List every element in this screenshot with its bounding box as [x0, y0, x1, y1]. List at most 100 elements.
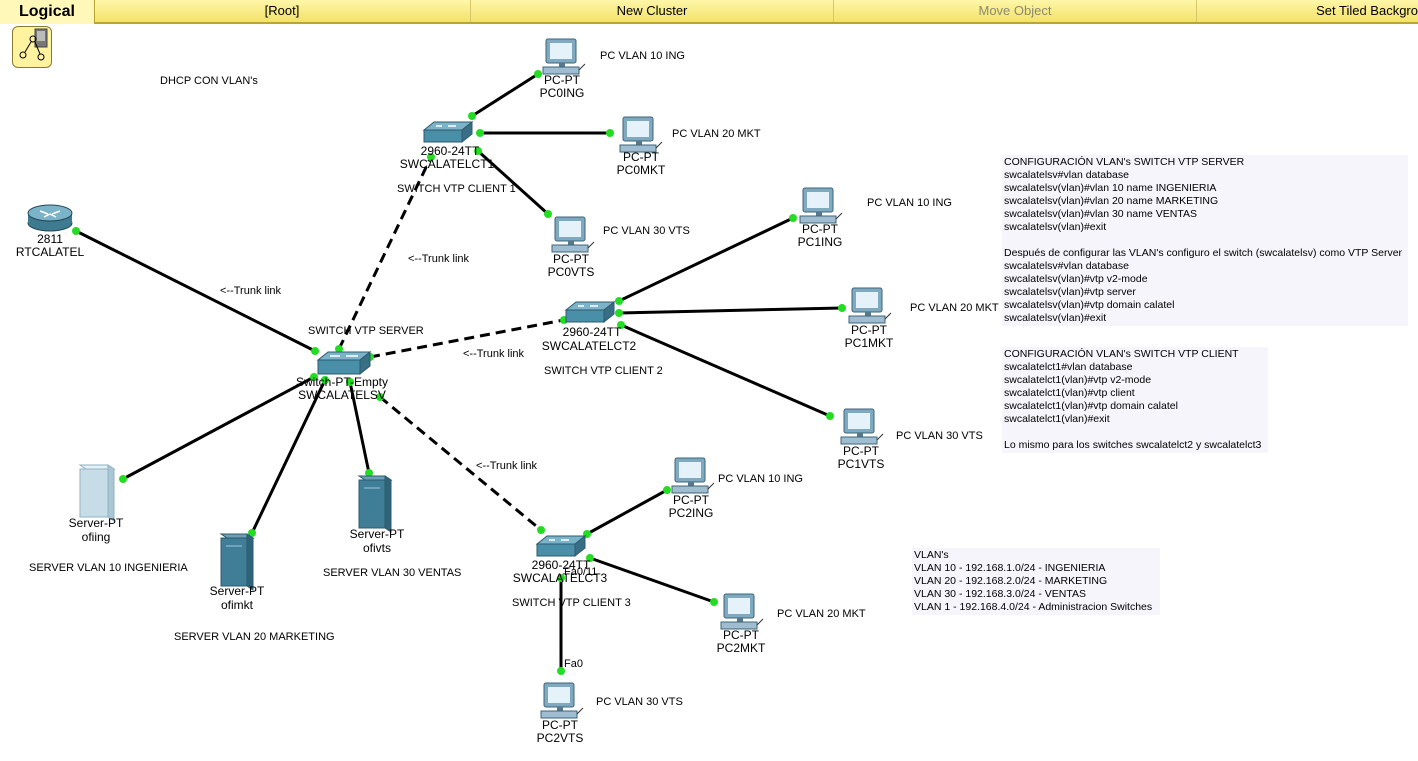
- vlan-addressing-note: VLAN's VLAN 10 - 192.168.1.0/24 - INGENI…: [912, 548, 1160, 615]
- port-label-fa0: Fa0: [564, 658, 583, 670]
- switch-server-name: SWCALATELSV: [298, 388, 386, 402]
- pc2vts-name: PC2VTS: [537, 731, 584, 745]
- pc0mkt-name: PC0MKT: [617, 163, 666, 177]
- pc2vts-vlan-label: PC VLAN 30 VTS: [596, 696, 683, 708]
- new-cluster-button[interactable]: New Cluster: [471, 0, 834, 22]
- switch-ct2-name: SWCALATELCT2: [542, 339, 637, 353]
- pc1vts-vlan-label: PC VLAN 30 VTS: [896, 430, 983, 442]
- server-mkt-icon[interactable]: [219, 533, 255, 591]
- pc2ing-name: PC2ING: [669, 506, 714, 520]
- pc1ing-name: PC1ING: [798, 235, 843, 249]
- router-name: RTCALATEL: [16, 245, 85, 259]
- topology-icon: [19, 28, 48, 61]
- vtp-server-config-note: CONFIGURACIÓN VLAN's SWITCH VTP SERVER s…: [1002, 155, 1408, 326]
- vtp-client2-label: SWITCH VTP CLIENT 2: [544, 365, 663, 377]
- link-srvvts: [348, 381, 371, 474]
- pc1ing-vlan-label: PC VLAN 10 ING: [867, 197, 952, 209]
- pc0mkt-vlan-label: PC VLAN 20 MKT: [672, 128, 761, 140]
- server-vts-model: Server-PT: [350, 527, 405, 541]
- pc1mkt-vlan-label: PC VLAN 20 MKT: [910, 302, 999, 314]
- switch-ct1-model: 2960-24TT: [421, 144, 480, 158]
- trunk-link-label-ct3: <--Trunk link: [476, 460, 538, 472]
- links: [75, 72, 843, 671]
- pc2mkt-model: PC-PT: [723, 628, 760, 642]
- switch-ct1-name: SWCALATELCT1: [400, 157, 495, 171]
- link-pc1mkt: [618, 306, 843, 315]
- server-vlan30-label: SERVER VLAN 30 VENTAS: [323, 567, 461, 579]
- router-model: 2811: [37, 232, 63, 246]
- set-tiled-background-button[interactable]: Set Tiled Backgro: [1316, 3, 1418, 18]
- pc0mkt-icon[interactable]: [619, 116, 663, 153]
- port-label-fa011: Fa0/11: [564, 566, 597, 578]
- server-ing-name: ofiing: [82, 530, 111, 544]
- vtp-client1-label: SWITCH VTP CLIENT 1: [397, 183, 516, 195]
- link-pc2mkt: [589, 556, 715, 604]
- pc1ing-model: PC-PT: [802, 222, 839, 236]
- server-vts-name: ofivts: [363, 541, 391, 555]
- pc1mkt-name: PC1MKT: [845, 336, 894, 350]
- switch-server-model: Switch-PT-Empty: [296, 375, 388, 389]
- pc0mkt-model: PC-PT: [623, 150, 660, 164]
- switch-server-icon[interactable]: [316, 350, 372, 376]
- pc0ing-name: PC0ING: [540, 86, 585, 100]
- link-pc0ing: [471, 72, 539, 118]
- workspace-toolbar: Logical [Root] New Cluster Move Object S…: [0, 0, 1418, 24]
- trunk-links: [337, 156, 565, 532]
- switch-ct3-model: 2960-24TT: [532, 558, 591, 572]
- server-vlan10-label: SERVER VLAN 10 INGENIERIA: [29, 562, 188, 574]
- navigation-panel-icon[interactable]: [12, 26, 52, 68]
- pc0ing-vlan-label: PC VLAN 10 ING: [600, 50, 685, 62]
- trunk-link-ct2: [369, 318, 565, 359]
- trunk-link-ct3: [379, 395, 542, 532]
- root-button[interactable]: [Root]: [94, 0, 471, 22]
- switch-ct2-icon[interactable]: [565, 301, 615, 323]
- pc2mkt-name: PC2MKT: [717, 641, 766, 655]
- link-pc0vts: [476, 149, 550, 216]
- pc1ing-icon[interactable]: [799, 187, 843, 224]
- link-srvmkt: [250, 379, 327, 534]
- vtp-client-config-note: CONFIGURACIÓN VLAN's SWITCH VTP CLIENT s…: [1002, 347, 1268, 453]
- server-mkt-model: Server-PT: [210, 584, 265, 598]
- trunk-link-ct1: [337, 156, 433, 350]
- diagram-title: DHCP CON VLAN's: [160, 75, 258, 87]
- pc2mkt-icon[interactable]: [720, 593, 764, 630]
- pc0vts-name: PC0VTS: [548, 265, 595, 279]
- move-object-button[interactable]: Move Object: [834, 0, 1197, 22]
- switch-ct2-model: 2960-24TT: [563, 325, 622, 339]
- pc0vts-model: PC-PT: [553, 252, 590, 266]
- trunk-link-label-router: <--Trunk link: [220, 285, 282, 297]
- pc0vts-icon[interactable]: [551, 216, 595, 253]
- pc1vts-name: PC1VTS: [838, 457, 885, 471]
- link-pc1ing: [618, 216, 794, 303]
- link-pc1vts: [620, 323, 831, 418]
- pc0ing-model: PC-PT: [544, 73, 581, 87]
- pc1mkt-icon[interactable]: [848, 287, 892, 324]
- vtp-server-label: SWITCH VTP SERVER: [308, 325, 424, 337]
- server-mkt-name: ofimkt: [221, 598, 254, 612]
- server-ing-icon[interactable]: [78, 464, 116, 522]
- pc2ing-vlan-label: PC VLAN 10 ING: [718, 473, 803, 485]
- pc1vts-icon[interactable]: [840, 408, 884, 445]
- server-vts-icon[interactable]: [357, 475, 393, 533]
- pc0ing-icon[interactable]: [542, 38, 586, 75]
- switch-ct1-icon[interactable]: [423, 121, 473, 143]
- link-router-server: [75, 229, 316, 353]
- pc2ing-icon[interactable]: [671, 457, 715, 494]
- server-ing-model: Server-PT: [69, 516, 124, 530]
- switch-ct3-icon[interactable]: [536, 535, 586, 557]
- link-pc2ing: [586, 488, 668, 536]
- pc2vts-model: PC-PT: [542, 718, 579, 732]
- pc2ing-model: PC-PT: [673, 493, 710, 507]
- link-srving: [122, 375, 315, 481]
- pc2vts-icon[interactable]: [540, 682, 584, 719]
- router-icon[interactable]: [27, 204, 73, 232]
- logical-tab[interactable]: Logical: [0, 0, 95, 24]
- switch-ct3-name: SWCALATELCT3: [513, 571, 608, 585]
- pc1vts-model: PC-PT: [843, 444, 880, 458]
- pc2mkt-vlan-label: PC VLAN 20 MKT: [777, 608, 866, 620]
- vtp-client3-label: SWITCH VTP CLIENT 3: [512, 597, 631, 609]
- pc1mkt-model: PC-PT: [851, 323, 888, 337]
- server-vlan20-label: SERVER VLAN 20 MARKETING: [174, 631, 335, 643]
- pc0vts-vlan-label: PC VLAN 30 VTS: [603, 225, 690, 237]
